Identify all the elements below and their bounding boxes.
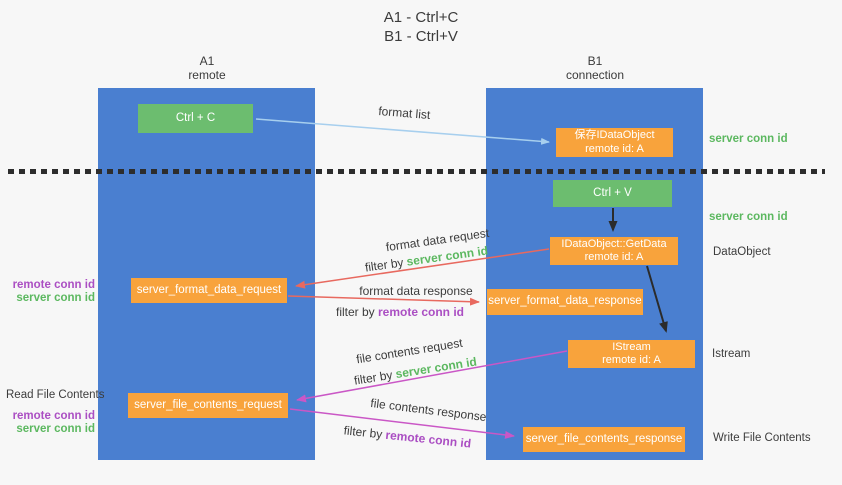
node-ctrl-v: Ctrl + V	[553, 180, 672, 207]
filter-key-server-conn-id: server conn id	[395, 354, 478, 381]
lifeline-header-a1: A1 remote	[127, 54, 287, 82]
node-ctrl-c: Ctrl + C	[138, 104, 253, 133]
filter-key-server-conn-id: server conn id	[406, 243, 489, 268]
node-save-idataobject-line2: remote id: A	[585, 142, 644, 155]
edge-label-format-data-response-filter: filter by remote conn id	[336, 305, 464, 319]
node-ctrl-c-label: Ctrl + C	[175, 111, 216, 124]
edge-label-format-data-response: format data response	[359, 284, 473, 298]
label-dataobject: DataObject	[713, 246, 771, 258]
dashed-separator-line	[8, 169, 825, 174]
label-remote-conn-id-left-2: remote conn id	[12, 410, 95, 422]
label-server-conn-id-right-2: server conn id	[709, 211, 788, 223]
edge-label-format-data-request-filter: filter by server conn id	[364, 243, 489, 274]
lifeline-header-b1: B1 connection	[515, 54, 675, 82]
title-line-2: B1 - Ctrl+V	[384, 28, 458, 45]
label-group-left-bottom: remote conn id server conn id	[10, 410, 95, 436]
filter-by-text: filter by	[364, 255, 408, 275]
edge-label-format-data-request: format data request	[385, 226, 491, 254]
label-istream: Istream	[712, 348, 751, 360]
edge-label-file-contents-request: file contents request	[355, 336, 464, 367]
node-save-idataobject: 保存IDataObject remote id: A	[556, 128, 673, 157]
node-istream-line2: remote id: A	[602, 354, 661, 366]
node-idataobject-getdata: IDataObject::GetData remote id: A	[550, 237, 678, 265]
node-file-response-label: server_file_contents_response	[525, 432, 683, 445]
label-server-conn-id-right-1: server conn id	[709, 133, 788, 145]
node-ctrl-v-label: Ctrl + V	[593, 186, 632, 199]
node-getdata-line2: remote id: A	[584, 251, 644, 263]
node-format-response-label: server_format_data_response	[488, 295, 642, 308]
label-remote-conn-id-left-1: remote conn id	[12, 279, 95, 291]
label-read-file-contents: Read File Contents	[6, 389, 105, 401]
node-server-file-contents-response: server_file_contents_response	[523, 427, 685, 452]
lifeline-b1-role: connection	[565, 68, 625, 82]
node-server-format-data-request: server_format_data_request	[131, 278, 287, 303]
lifeline-b1-name: B1	[587, 54, 603, 68]
filter-key-remote-conn-id: remote conn id	[385, 428, 472, 451]
filter-by-text: filter by	[353, 367, 397, 387]
edge-format-data-response	[287, 295, 480, 306]
lifeline-a1-role: remote	[188, 68, 226, 82]
lifeline-a1-name: A1	[199, 54, 215, 68]
node-istream-line1: IStream	[612, 340, 651, 353]
edge-label-format-list: format list	[378, 104, 432, 122]
label-write-file-contents: Write File Contents	[713, 432, 811, 444]
label-server-conn-id-left-2: server conn id	[16, 423, 95, 435]
edge-label-file-contents-response-filter: filter by remote conn id	[343, 423, 472, 450]
node-format-request-label: server_format_data_request	[136, 283, 282, 296]
node-istream: IStream remote id: A	[568, 340, 695, 368]
title-line-1: A1 - Ctrl+C	[383, 9, 459, 26]
filter-by-text: filter by	[336, 305, 378, 319]
node-save-idataobject-line1: 保存IDataObject	[574, 129, 655, 141]
filter-key-remote-conn-id: remote conn id	[378, 305, 464, 319]
label-server-conn-id-left-1: server conn id	[16, 292, 95, 304]
edge-label-file-contents-request-filter: filter by server conn id	[353, 354, 478, 387]
edge-file-contents-response	[289, 408, 515, 439]
node-getdata-line1: IDataObject::GetData	[561, 237, 667, 250]
node-server-format-data-response: server_format_data_response	[487, 289, 643, 315]
label-group-left-top: remote conn id server conn id	[10, 279, 95, 305]
node-server-file-contents-request: server_file_contents_request	[128, 393, 288, 418]
filter-by-text: filter by	[343, 423, 386, 441]
diagram-title: A1 - Ctrl+C B1 - Ctrl+V	[0, 8, 842, 46]
edge-label-file-contents-response: file contents response	[370, 396, 488, 424]
node-file-request-label: server_file_contents_request	[134, 398, 282, 411]
